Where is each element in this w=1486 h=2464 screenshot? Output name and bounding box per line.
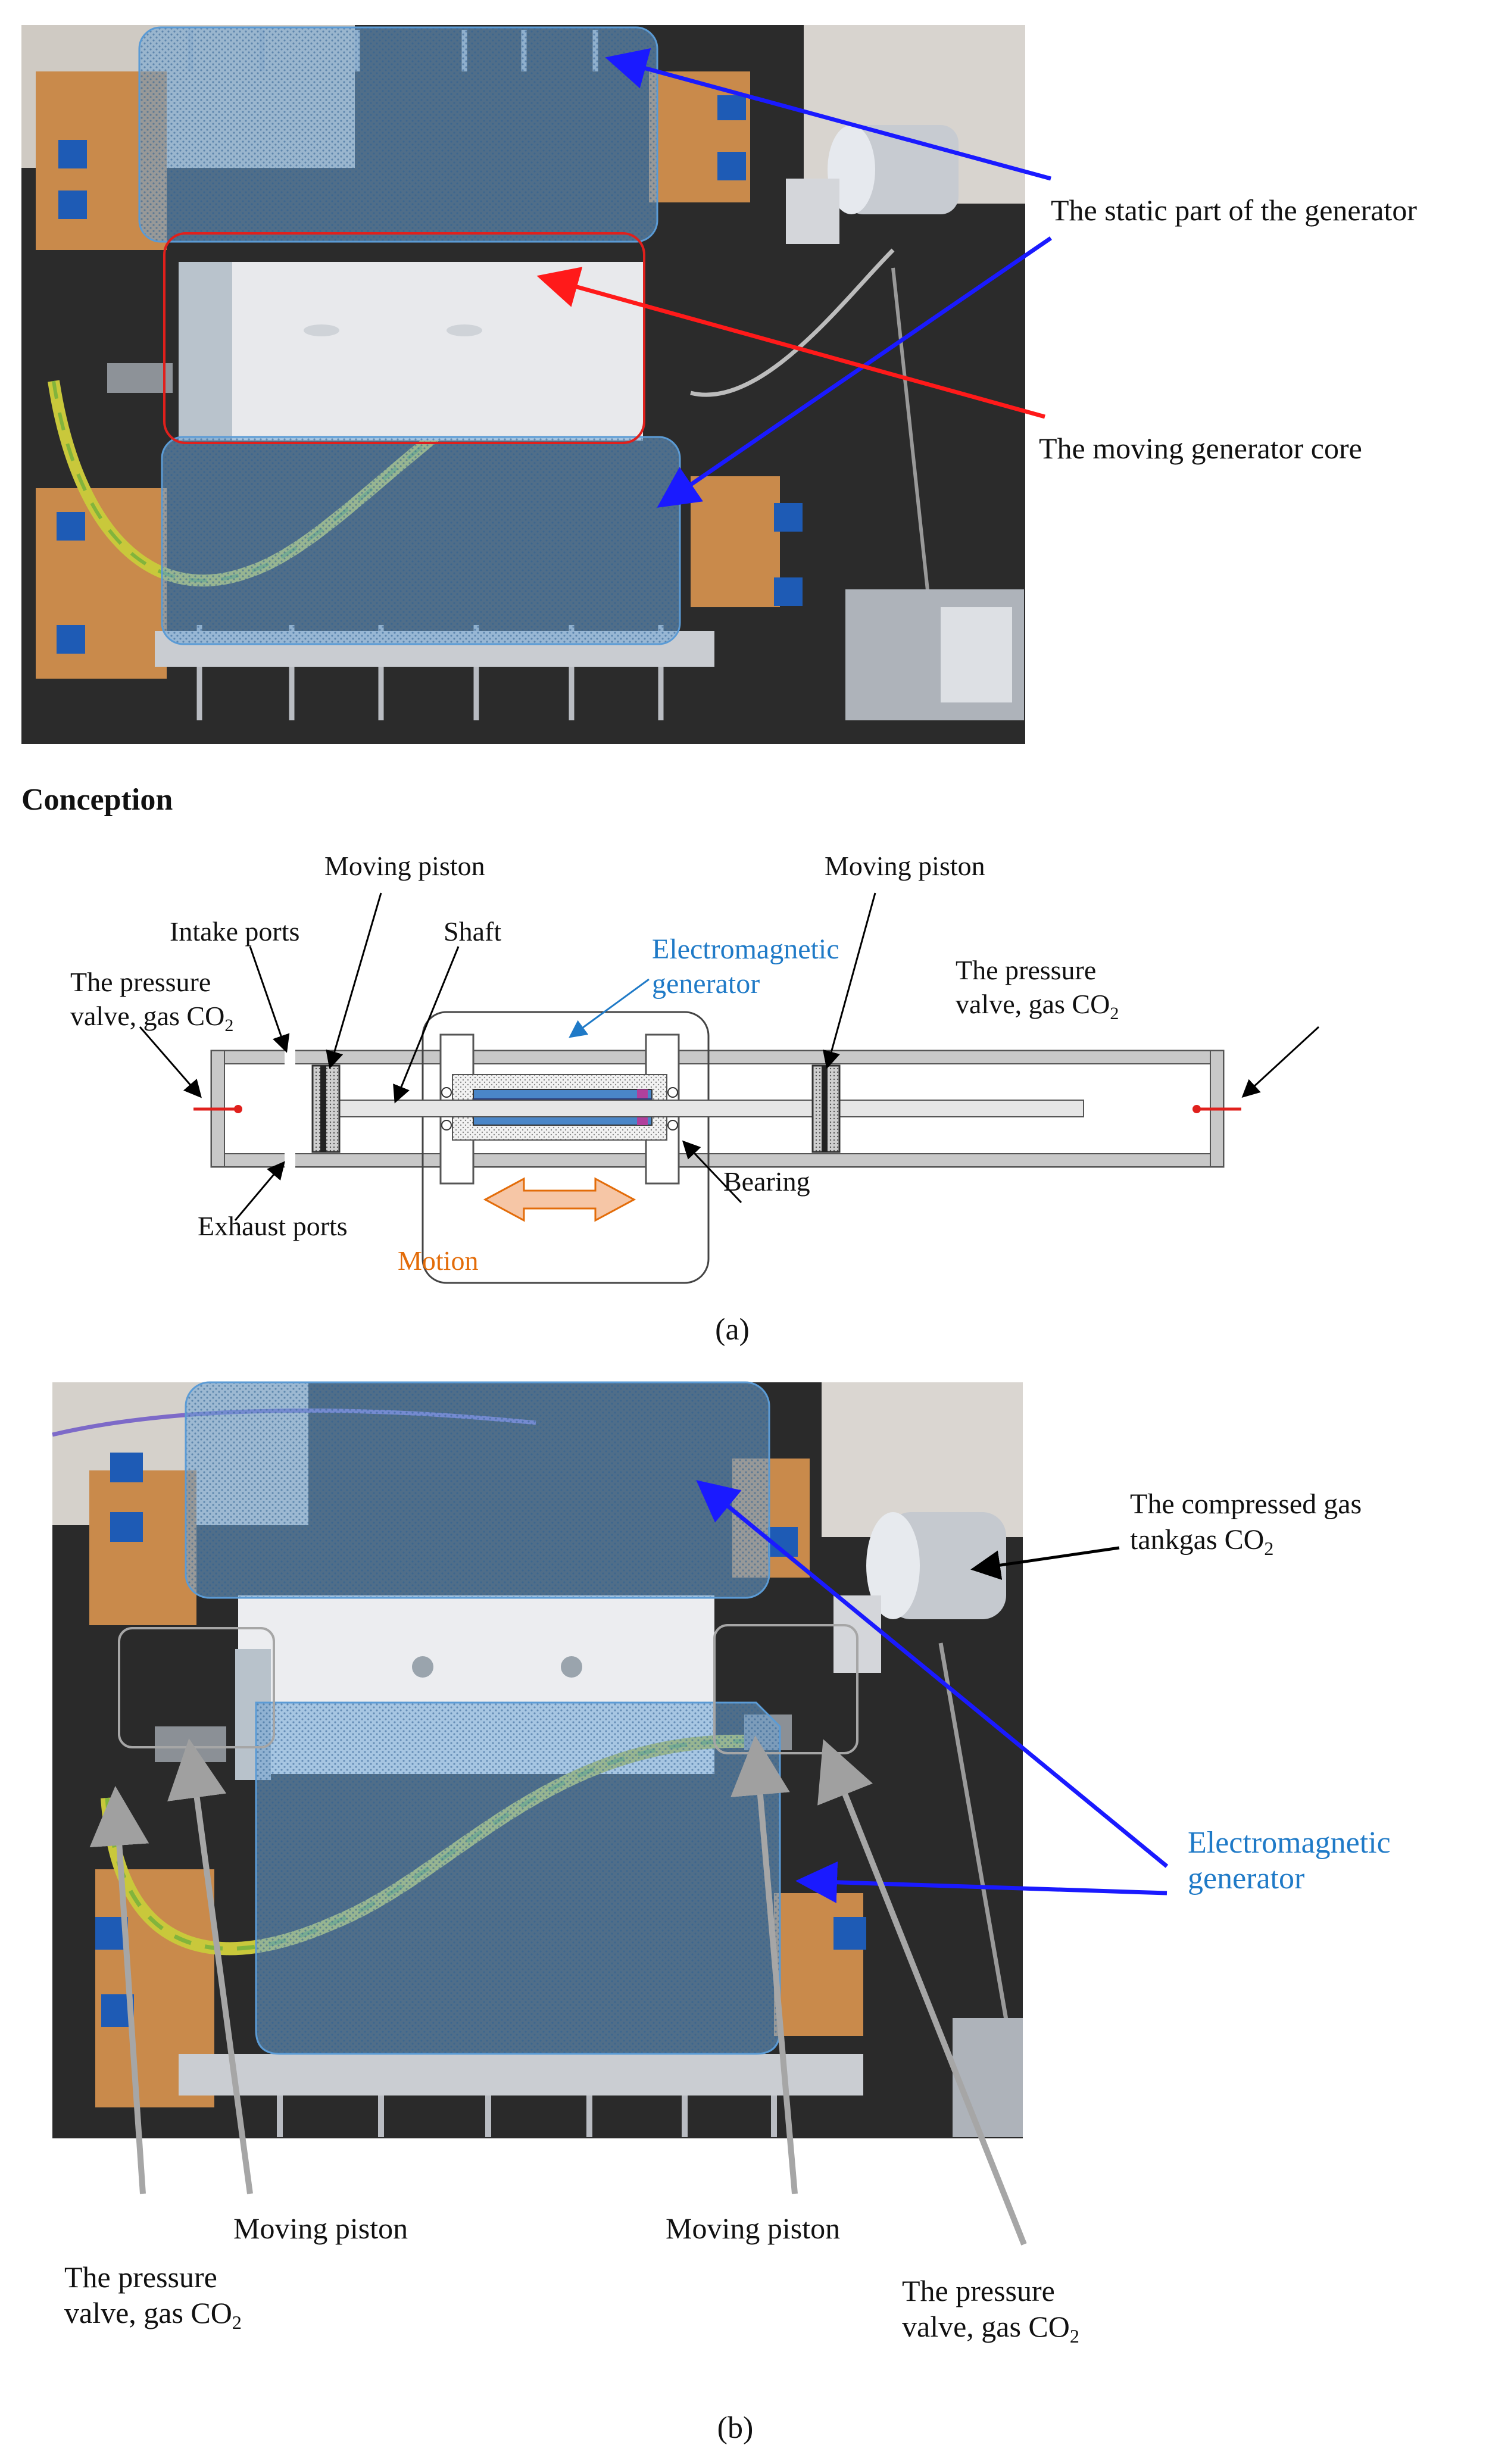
em-generator-label-line2: generator	[652, 968, 760, 1000]
em-generator-arrow-bottom	[795, 1861, 1167, 1903]
em-generator-bottom-overlay	[255, 1701, 781, 2055]
pressure-valve-right-b-label-line1: The pressure	[902, 2274, 1055, 2307]
pressure-valve-right-b-label-line2: valve, gas CO2	[902, 2310, 1079, 2347]
conception-leaders	[139, 892, 1320, 1221]
bearing-label: Bearing	[723, 1166, 810, 1197]
moving-piston-left-b-label: Moving piston	[233, 2212, 408, 2245]
conception-diagram: Conception	[21, 783, 1320, 1347]
motion-arrow	[483, 1177, 636, 1222]
generator-box	[422, 1011, 710, 1284]
grey-leaders-b	[89, 1735, 1027, 2246]
intake-ports-label: Intake ports	[170, 916, 299, 947]
em-generator-top-overlay	[185, 1381, 770, 1599]
pressure-valve-left-label-line1: The pressure	[70, 967, 211, 997]
static-part-arrow-top	[605, 48, 1051, 181]
pressure-valve-left-b-label-line1: The pressure	[64, 2260, 217, 2294]
em-generator-leader	[569, 978, 650, 1038]
terminal-blocks-b	[95, 1453, 866, 2027]
panel-a-photo: The static part of the generator The mov…	[21, 25, 1417, 744]
panel-b-photo: The compressed gas tankgas CO2 Electroma…	[52, 1381, 1391, 2445]
static-part-label: The static part of the generator	[1051, 193, 1417, 227]
static-part-arrow-bottom	[657, 236, 1052, 508]
pressure-valve-right-label-line1: The pressure	[956, 955, 1096, 985]
static-part-top-overlay	[138, 26, 658, 243]
compressed-tank-label-line2: tankgas CO2	[1130, 1524, 1273, 1559]
caption-a: (a)	[715, 1313, 750, 1347]
moving-piston-right-b-label: Moving piston	[666, 2212, 840, 2245]
moving-piston-right-label: Moving piston	[825, 851, 985, 881]
em-generator-b-label-line1: Electromagnetic	[1188, 1826, 1391, 1860]
em-generator-b-label-line2: generator	[1188, 1862, 1304, 1895]
pressure-valve-left-b-label-line2: valve, gas CO2	[64, 2296, 242, 2333]
motion-label: Motion	[398, 1245, 478, 1276]
pressure-valve-right-label-line2: valve, gas CO2	[956, 989, 1119, 1023]
caption-b: (b)	[717, 2411, 754, 2445]
conception-heading: Conception	[21, 783, 173, 817]
em-generator-arrow-top	[696, 1480, 1169, 1868]
compressed-tank-label-line1: The compressed gas	[1130, 1488, 1362, 1520]
shaft	[339, 1100, 1084, 1117]
compressed-tank-arrow	[970, 1546, 1120, 1580]
moving-core-label: The moving generator core	[1039, 432, 1362, 465]
pressure-valve-left-label-line2: valve, gas CO2	[70, 1001, 233, 1035]
terminal-blocks	[57, 95, 803, 654]
moving-piston-left-label: Moving piston	[324, 851, 485, 881]
exhaust-ports-label: Exhaust ports	[198, 1211, 348, 1241]
moving-core-outline	[163, 232, 645, 444]
em-generator-label-line1: Electromagnetic	[652, 933, 839, 965]
static-part-bottom-overlay	[161, 436, 681, 645]
shaft-label: Shaft	[444, 916, 501, 947]
moving-core-arrow	[536, 267, 1045, 419]
